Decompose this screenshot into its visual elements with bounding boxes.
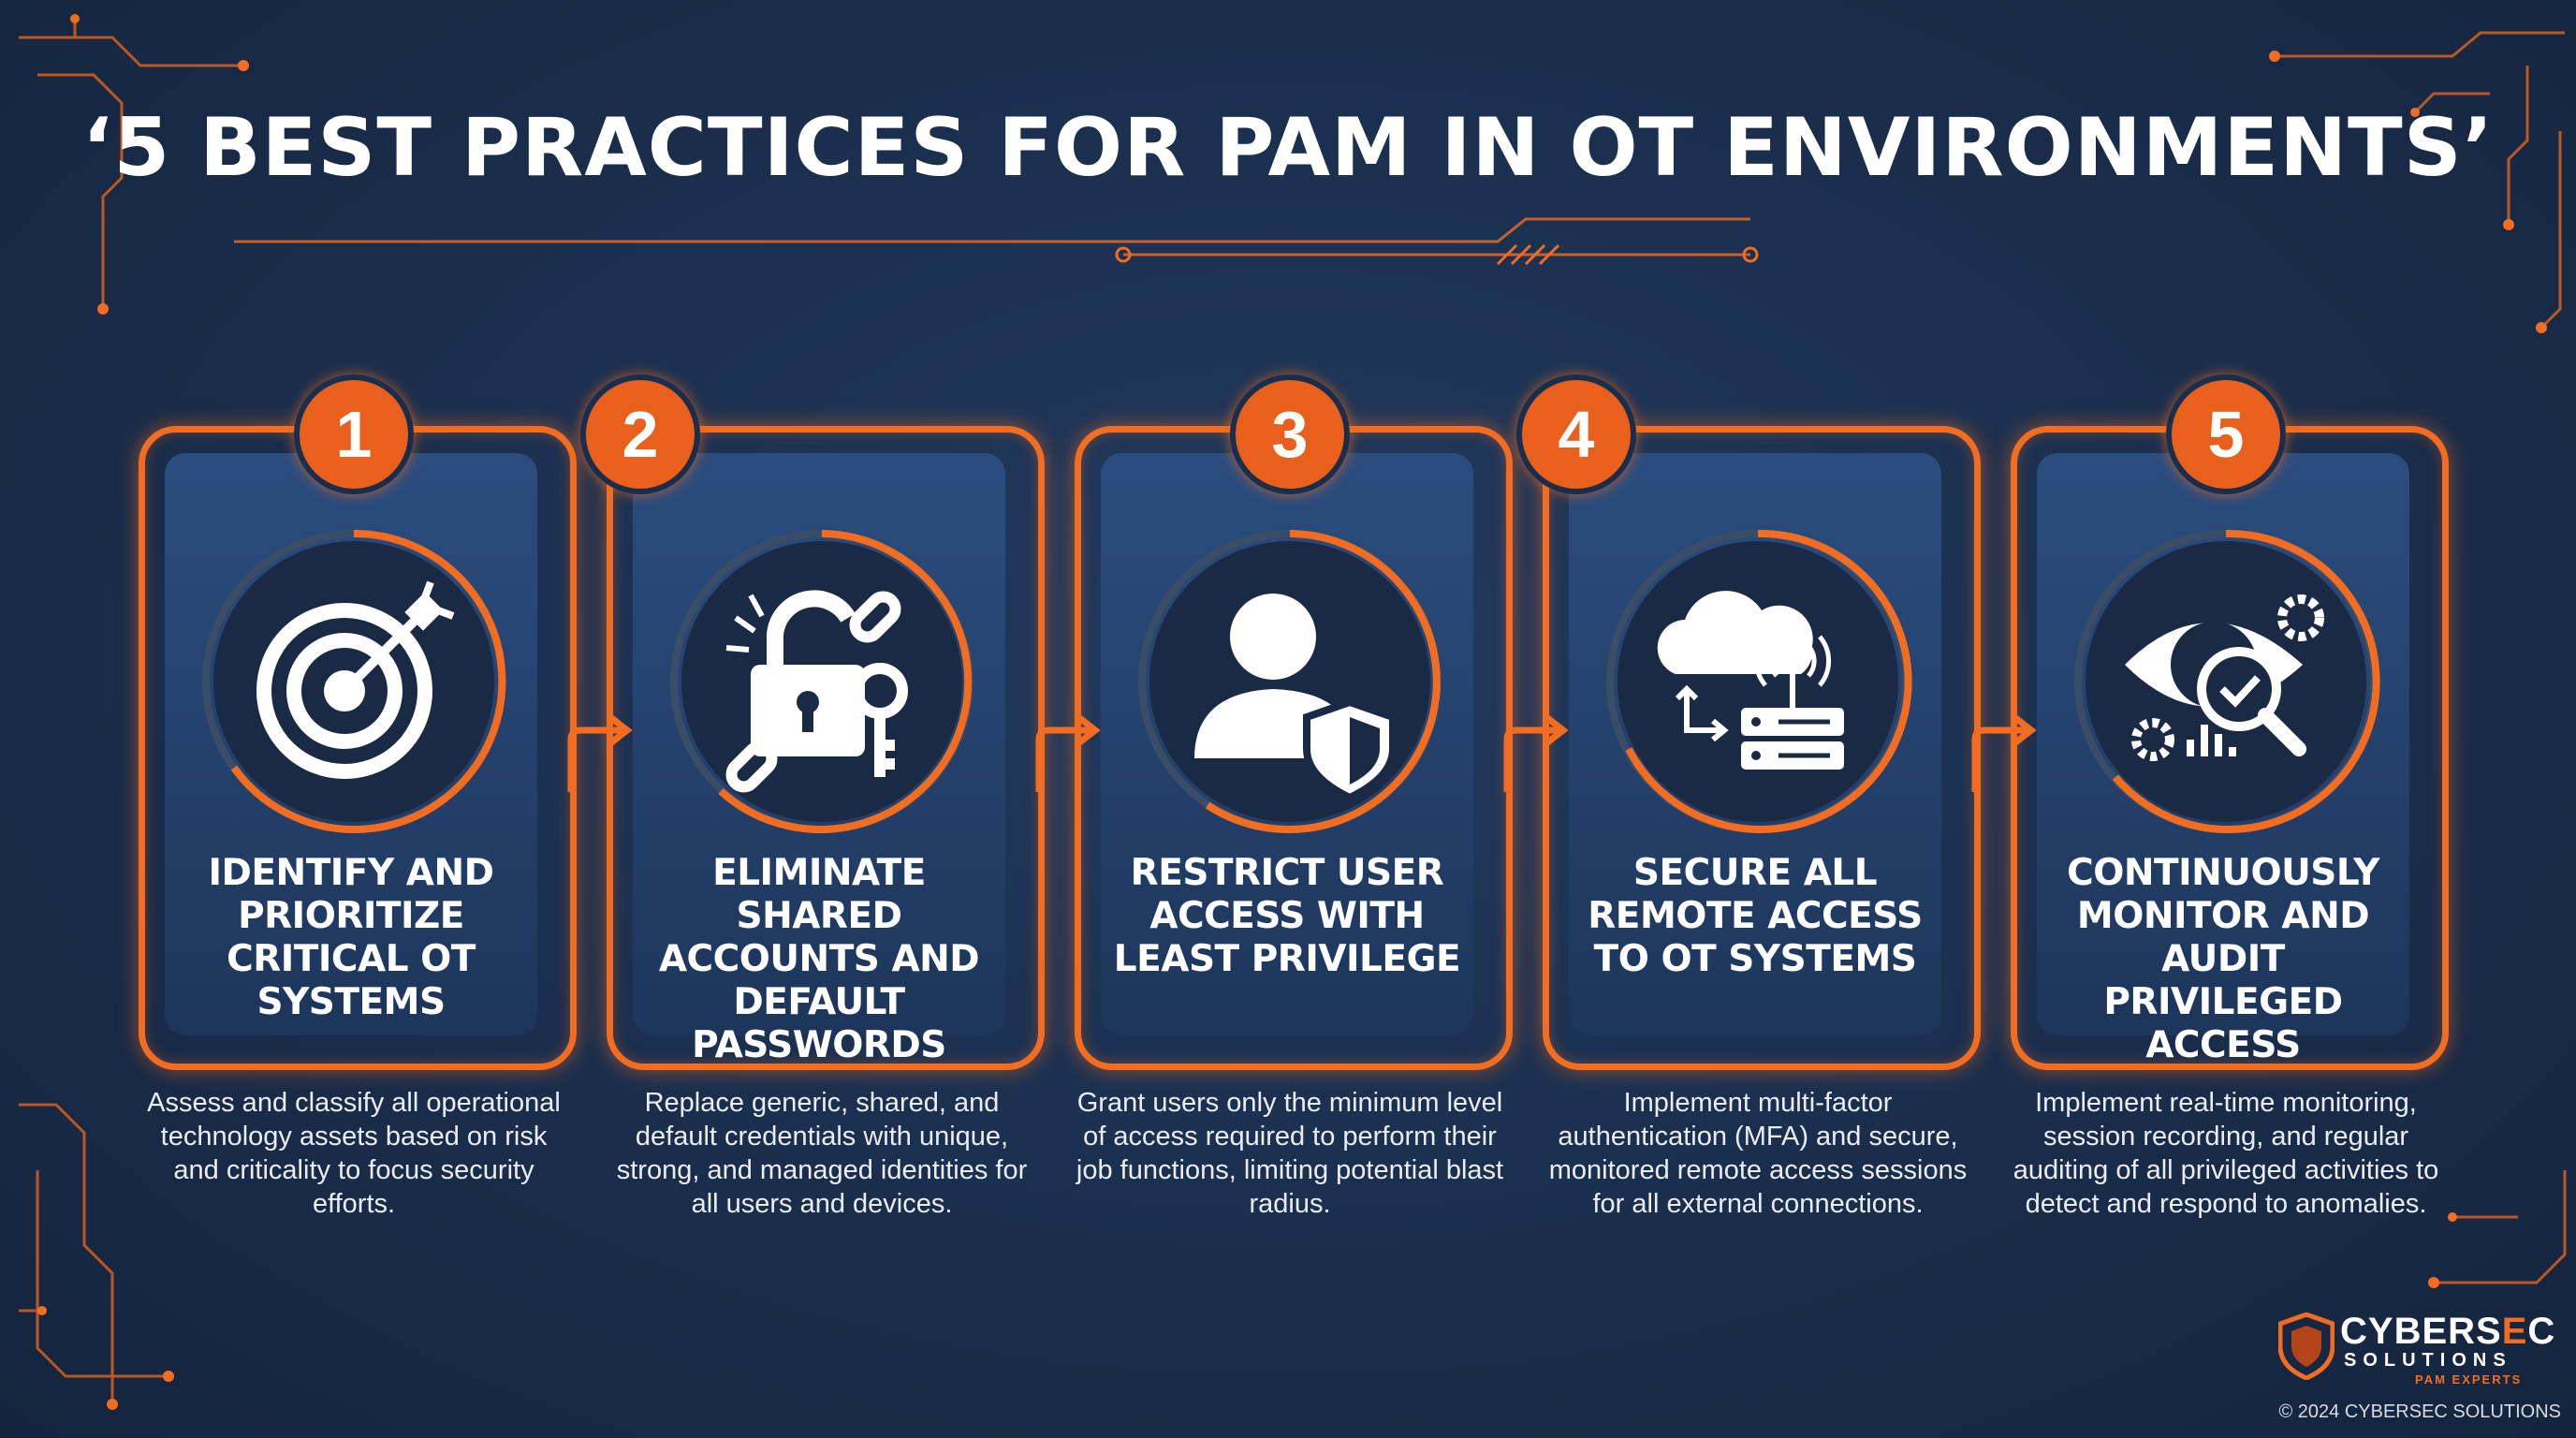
logo-wordmark: CYBERSEC bbox=[2340, 1311, 2556, 1352]
step-number-badge: 4 bbox=[1516, 374, 1636, 494]
step-description: Replace generic, shared, and default cre… bbox=[616, 1088, 1028, 1219]
arrow-right-icon bbox=[1503, 714, 1569, 792]
eye-monitor-audit-icon bbox=[2074, 529, 2380, 833]
step-card-4: 4 SECURE ALL REMOTE ACCESS TO OT SYSTEMS bbox=[1516, 374, 1981, 1086]
user-shield-icon bbox=[1138, 530, 1442, 833]
shield-logo-icon bbox=[2278, 1313, 2334, 1380]
step-card-1: 1 IDENTIFY AND PRIORITIZE CRITICAL OT SY… bbox=[139, 374, 577, 1086]
cloud-remote-server-icon bbox=[1606, 529, 1912, 833]
step-title: RESTRICT USER ACCESS WITH LEAST PRIVILEG… bbox=[1113, 852, 1461, 980]
copyright-text: © 2024 CYBERSEC SOLUTIONS bbox=[2278, 1401, 2561, 1422]
page-title: ‘5 BEST PRACTICES FOR PAM IN OT ENVIRONM… bbox=[81, 101, 2495, 195]
logo-tagline: PAM EXPERTS bbox=[2415, 1372, 2523, 1387]
step-title: IDENTIFY AND PRIORITIZE CRITICAL OT SYST… bbox=[208, 852, 494, 1023]
step-card-5: 5 CONTINUOUSLY MONITOR AND AUDIT PRIVILE… bbox=[2011, 374, 2449, 1086]
logo-subtitle: SOLUTIONS bbox=[2344, 1350, 2512, 1371]
step-number-badge: 2 bbox=[580, 374, 700, 494]
step-number-badge: 1 bbox=[294, 374, 414, 494]
step-description: Implement real-time monitoring, session … bbox=[2012, 1088, 2439, 1219]
step-title: SECURE ALL REMOTE ACCESS TO OT SYSTEMS bbox=[1588, 852, 1923, 980]
step-card-3: 3 RESTRICT USER ACCESS WITH LEAST PRIVIL… bbox=[1075, 374, 1513, 1086]
target-icon bbox=[202, 529, 506, 833]
arrow-right-icon bbox=[567, 714, 633, 792]
step-title: ELIMINATE SHARED ACCOUNTS AND DEFAULT PA… bbox=[658, 852, 980, 1066]
step-card-2: 2 ELIMINATE SHARED ACCOUNTS AND DEFAULT … bbox=[580, 374, 1045, 1086]
company-logo: CYBERSEC SOLUTIONS PAM EXPERTS bbox=[2275, 1311, 2555, 1395]
step-description: Implement multi-factor authentication (M… bbox=[1548, 1088, 1968, 1219]
step-description: Grant users only the minimum level of ac… bbox=[1076, 1088, 1504, 1219]
step-title: CONTINUOUSLY MONITOR AND AUDIT PRIVILEGE… bbox=[2067, 852, 2379, 1066]
step-number-badge: 5 bbox=[2166, 374, 2286, 494]
broken-lock-key-icon bbox=[670, 530, 973, 833]
arrow-right-icon bbox=[1035, 714, 1101, 792]
arrow-right-icon bbox=[1971, 714, 2037, 792]
step-number-badge: 3 bbox=[1230, 374, 1350, 494]
step-description: Assess and classify all operational tech… bbox=[147, 1088, 561, 1219]
